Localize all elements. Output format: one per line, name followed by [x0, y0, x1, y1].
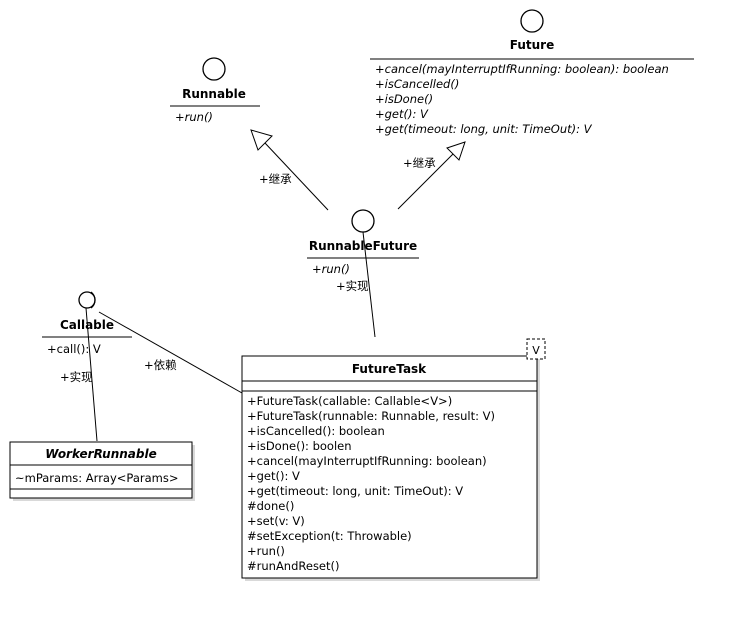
worker-runnable-class[interactable]: WorkerRunnable ~mParams: Array<Params>: [9, 441, 195, 501]
runnable-interface[interactable]: Runnable +run(): [170, 57, 260, 124]
future-method: +isDone(): [375, 92, 433, 106]
future-interface-icon: [520, 9, 544, 33]
future-task-method: +isCancelled(): boolean: [247, 424, 385, 438]
future-task-method: +isDone(): boolen: [247, 439, 352, 453]
future-task-method: +FutureTask(runnable: Runnable, result: …: [247, 409, 495, 423]
future-method: +get(): V: [375, 107, 429, 121]
worker-runnable-class-name: WorkerRunnable: [45, 447, 157, 461]
future-method: +isCancelled(): [375, 77, 459, 91]
worker-runnable-field: ~mParams: Array<Params>: [15, 471, 178, 485]
runnable-interface-icon: [202, 57, 226, 81]
future-method: +cancel(mayInterruptIfRunning: boolean):…: [375, 62, 669, 76]
callable-interface-icon: [78, 291, 96, 309]
relation-runnable-future-extends-future[interactable]: +继承: [397, 141, 466, 210]
future-task-method: +run(): [247, 544, 285, 558]
relation-worker-runnable-implements-callable[interactable]: +实现: [60, 307, 98, 442]
future-task-method: #runAndReset(): [247, 559, 340, 573]
hollow-triangle-arrowhead: [446, 141, 466, 161]
relation-label: +实现: [60, 370, 93, 384]
future-task-method: +set(v: V): [247, 514, 305, 528]
relation-label: +继承: [259, 172, 292, 186]
future-task-method: +get(): V: [247, 469, 300, 483]
runnable-future-interface-icon: [351, 209, 375, 233]
relation-future-task-implements-runnable-future[interactable]: +实现: [336, 231, 376, 338]
runnable-future-interface[interactable]: RunnableFuture +run(): [307, 209, 419, 276]
future-task-method: #done(): [247, 499, 294, 513]
hollow-triangle-arrowhead: [250, 129, 273, 151]
future-task-method: #setException(t: Throwable): [247, 529, 412, 543]
relation-label: +依赖: [144, 358, 177, 372]
callable-interface-icon-arc: [90, 291, 96, 309]
future-task-method: +get(timeout: long, unit: TimeOut): V: [247, 484, 463, 498]
future-interface-name: Future: [510, 38, 554, 52]
class-box: [241, 355, 538, 579]
runnable-future-interface-name: RunnableFuture: [309, 239, 417, 253]
callable-method: +call(): V: [47, 342, 101, 356]
relation-runnable-future-extends-runnable[interactable]: +继承: [250, 129, 329, 211]
relation-future-task-depends-callable[interactable]: +依赖: [98, 311, 243, 394]
future-task-method: +cancel(mayInterruptIfRunning: boolean): [247, 454, 487, 468]
type-parameter-box: [526, 338, 546, 360]
runnable-interface-name: Runnable: [182, 87, 246, 101]
relation-label: +实现: [336, 279, 369, 293]
future-interface[interactable]: Future +cancel(mayInterruptIfRunning: bo…: [370, 9, 694, 136]
runnable-future-method: +run(): [312, 262, 350, 276]
relation-label: +继承: [403, 156, 436, 170]
runnable-method: +run(): [175, 110, 213, 124]
future-task-class[interactable]: FutureTask V +FutureTask(callable: Calla…: [241, 338, 546, 581]
future-task-method: +FutureTask(callable: Callable<V>): [247, 394, 452, 408]
future-method: +get(timeout: long, unit: TimeOut): V: [375, 122, 593, 136]
type-parameter: V: [532, 344, 540, 357]
future-task-class-name: FutureTask: [352, 362, 427, 376]
callable-interface[interactable]: Callable +call(): V: [42, 291, 132, 356]
